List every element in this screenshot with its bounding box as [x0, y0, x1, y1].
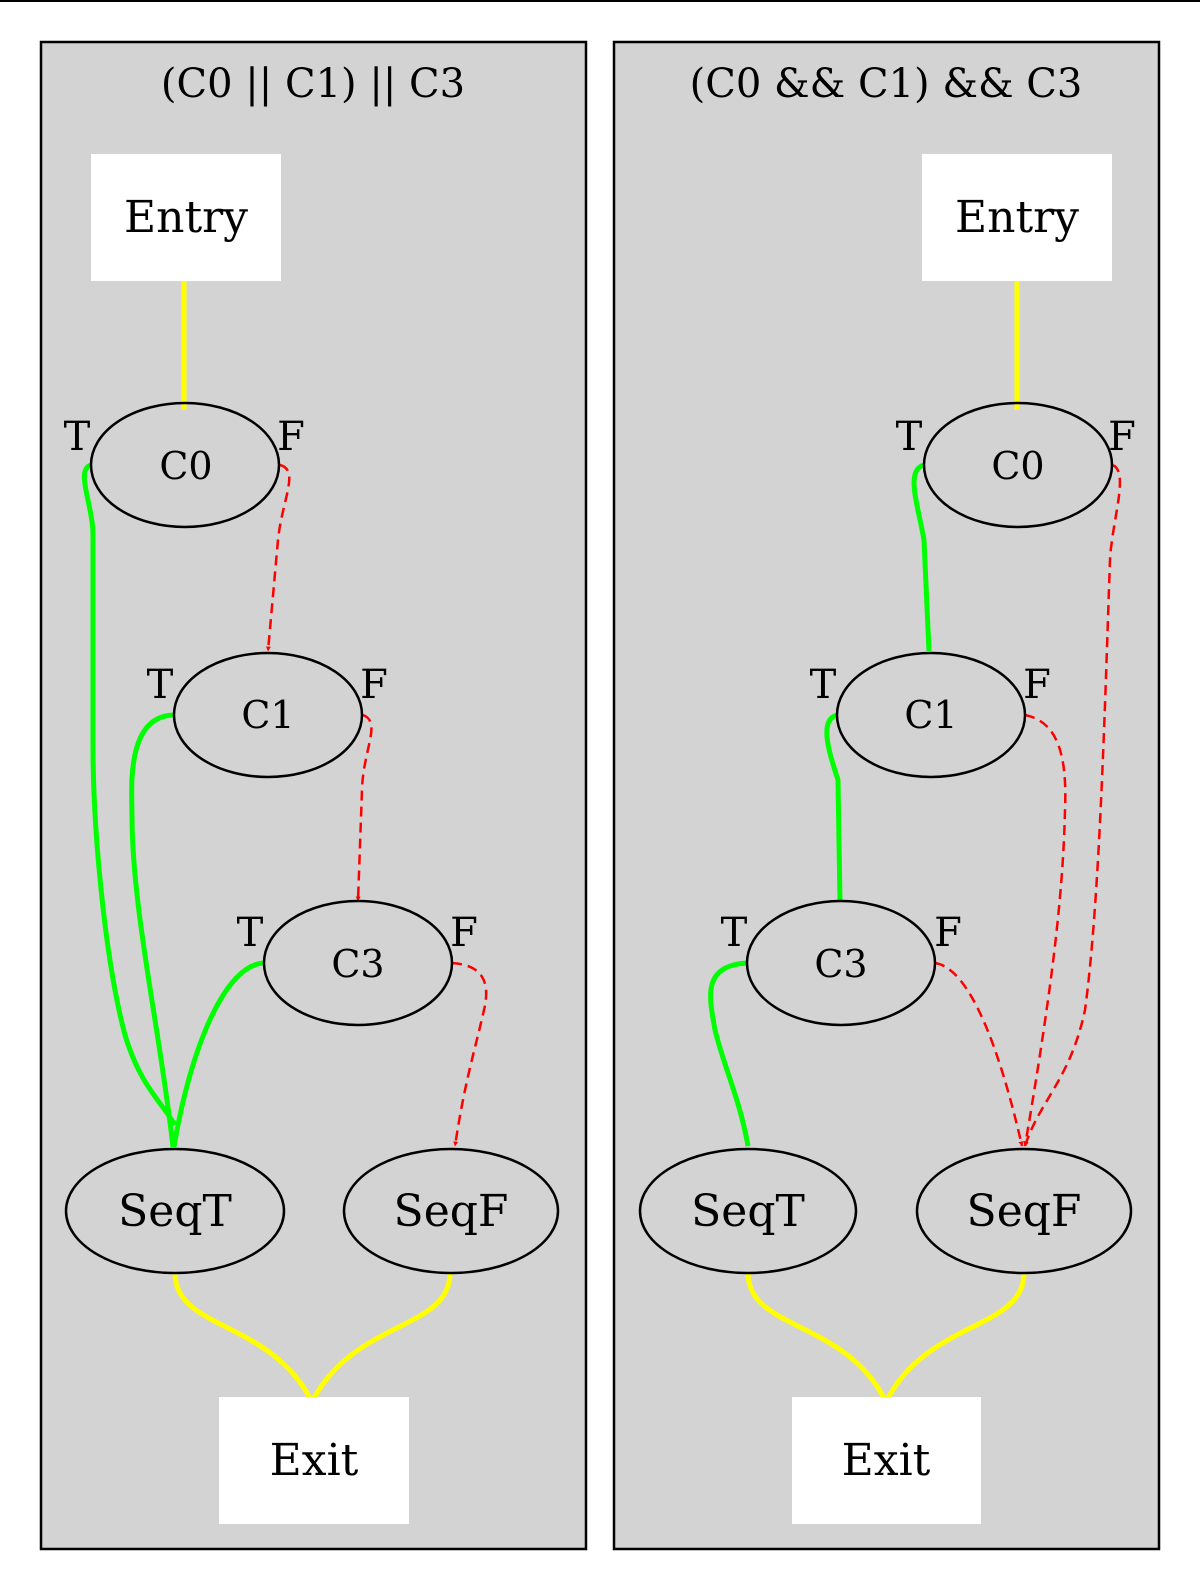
c3-false-port-or: F [450, 910, 478, 956]
edge-c0-false-seqf [1023, 463, 1122, 1147]
c0-label-or: C0 [159, 444, 212, 488]
c3-node-and [745, 899, 937, 1027]
seqt-label-and: SeqT [691, 1186, 805, 1237]
edge-c0-true-c1 [911, 462, 932, 652]
edge-c1-true-c3 [824, 712, 843, 902]
cluster-box-and [612, 40, 1161, 1551]
cluster-title-and: (C0 && C1) && C3 [690, 61, 1083, 107]
entry-label-and: Entry [955, 192, 1079, 243]
edge-c3-true-seqt [171, 960, 266, 1148]
entry-label-or: Entry [124, 192, 248, 243]
c1-label-or: C1 [241, 693, 294, 737]
c0-label-and: C0 [991, 444, 1044, 488]
c0-node-or [89, 401, 281, 529]
edge-c1-true-seqt [129, 712, 176, 1148]
c0-false-port-and: F [1108, 414, 1136, 460]
c3-false-port-and: F [934, 910, 962, 956]
cluster-title-or: (C0 || C1) || C3 [161, 61, 465, 107]
exit-label-and: Exit [842, 1435, 931, 1486]
entry-node-and [922, 154, 1112, 281]
c3-true-port-and: T [721, 910, 748, 956]
edge-c0-false-c1 [265, 463, 291, 652]
c3-node-or [262, 899, 454, 1027]
seqt-label-or: SeqT [118, 1186, 232, 1237]
c3-label-or: C3 [331, 942, 384, 986]
c3-true-port-or: T [237, 910, 264, 956]
entry-node-or [91, 154, 281, 281]
exit-label-or: Exit [270, 1435, 359, 1486]
seqf-node-and [915, 1147, 1133, 1275]
c0-node-and [922, 401, 1114, 529]
c1-true-port-and: T [810, 662, 837, 708]
edge-c1-false-seqf [1023, 713, 1067, 1147]
c1-label-and: C1 [904, 693, 957, 737]
edge-seqf-exit-and [884, 1272, 1027, 1402]
exit-node-and [792, 1397, 981, 1524]
edge-c3-false-seqf [451, 961, 488, 1147]
c0-true-port-or: T [64, 414, 91, 460]
c0-false-port-or: F [277, 414, 305, 460]
edge-c1-false-c3 [355, 713, 373, 902]
edge-c0-true-seqt [81, 462, 178, 1127]
seqt-node-and [638, 1147, 858, 1275]
c1-node-and [835, 651, 1027, 779]
seqf-label-or: SeqF [394, 1186, 509, 1237]
top-rule [0, 0, 1200, 2]
seqf-label-and: SeqF [967, 1186, 1082, 1237]
edge-seqf-exit [310, 1272, 453, 1402]
seqf-node-or [342, 1147, 560, 1275]
panel-and: (C0 && C1) && C3 Entry C0 T F C1 T F C3 … [612, 40, 1161, 1551]
c1-true-port-or: T [147, 662, 174, 708]
edge-seqt-exit-and [745, 1272, 888, 1402]
c1-false-port-and: F [1023, 662, 1051, 708]
c0-true-port-and: T [896, 414, 923, 460]
panel-or: (C0 || C1) || C3 Entry C0 T F C1 T F C3 … [39, 40, 588, 1551]
c1-node-or [172, 651, 364, 779]
c1-false-port-or: F [360, 662, 388, 708]
seqt-node-or [64, 1147, 286, 1275]
exit-node-or [219, 1397, 409, 1524]
edge-seqt-exit [172, 1272, 314, 1402]
c3-label-and: C3 [814, 942, 867, 986]
edge-c3-true-seqt-and [708, 960, 751, 1147]
